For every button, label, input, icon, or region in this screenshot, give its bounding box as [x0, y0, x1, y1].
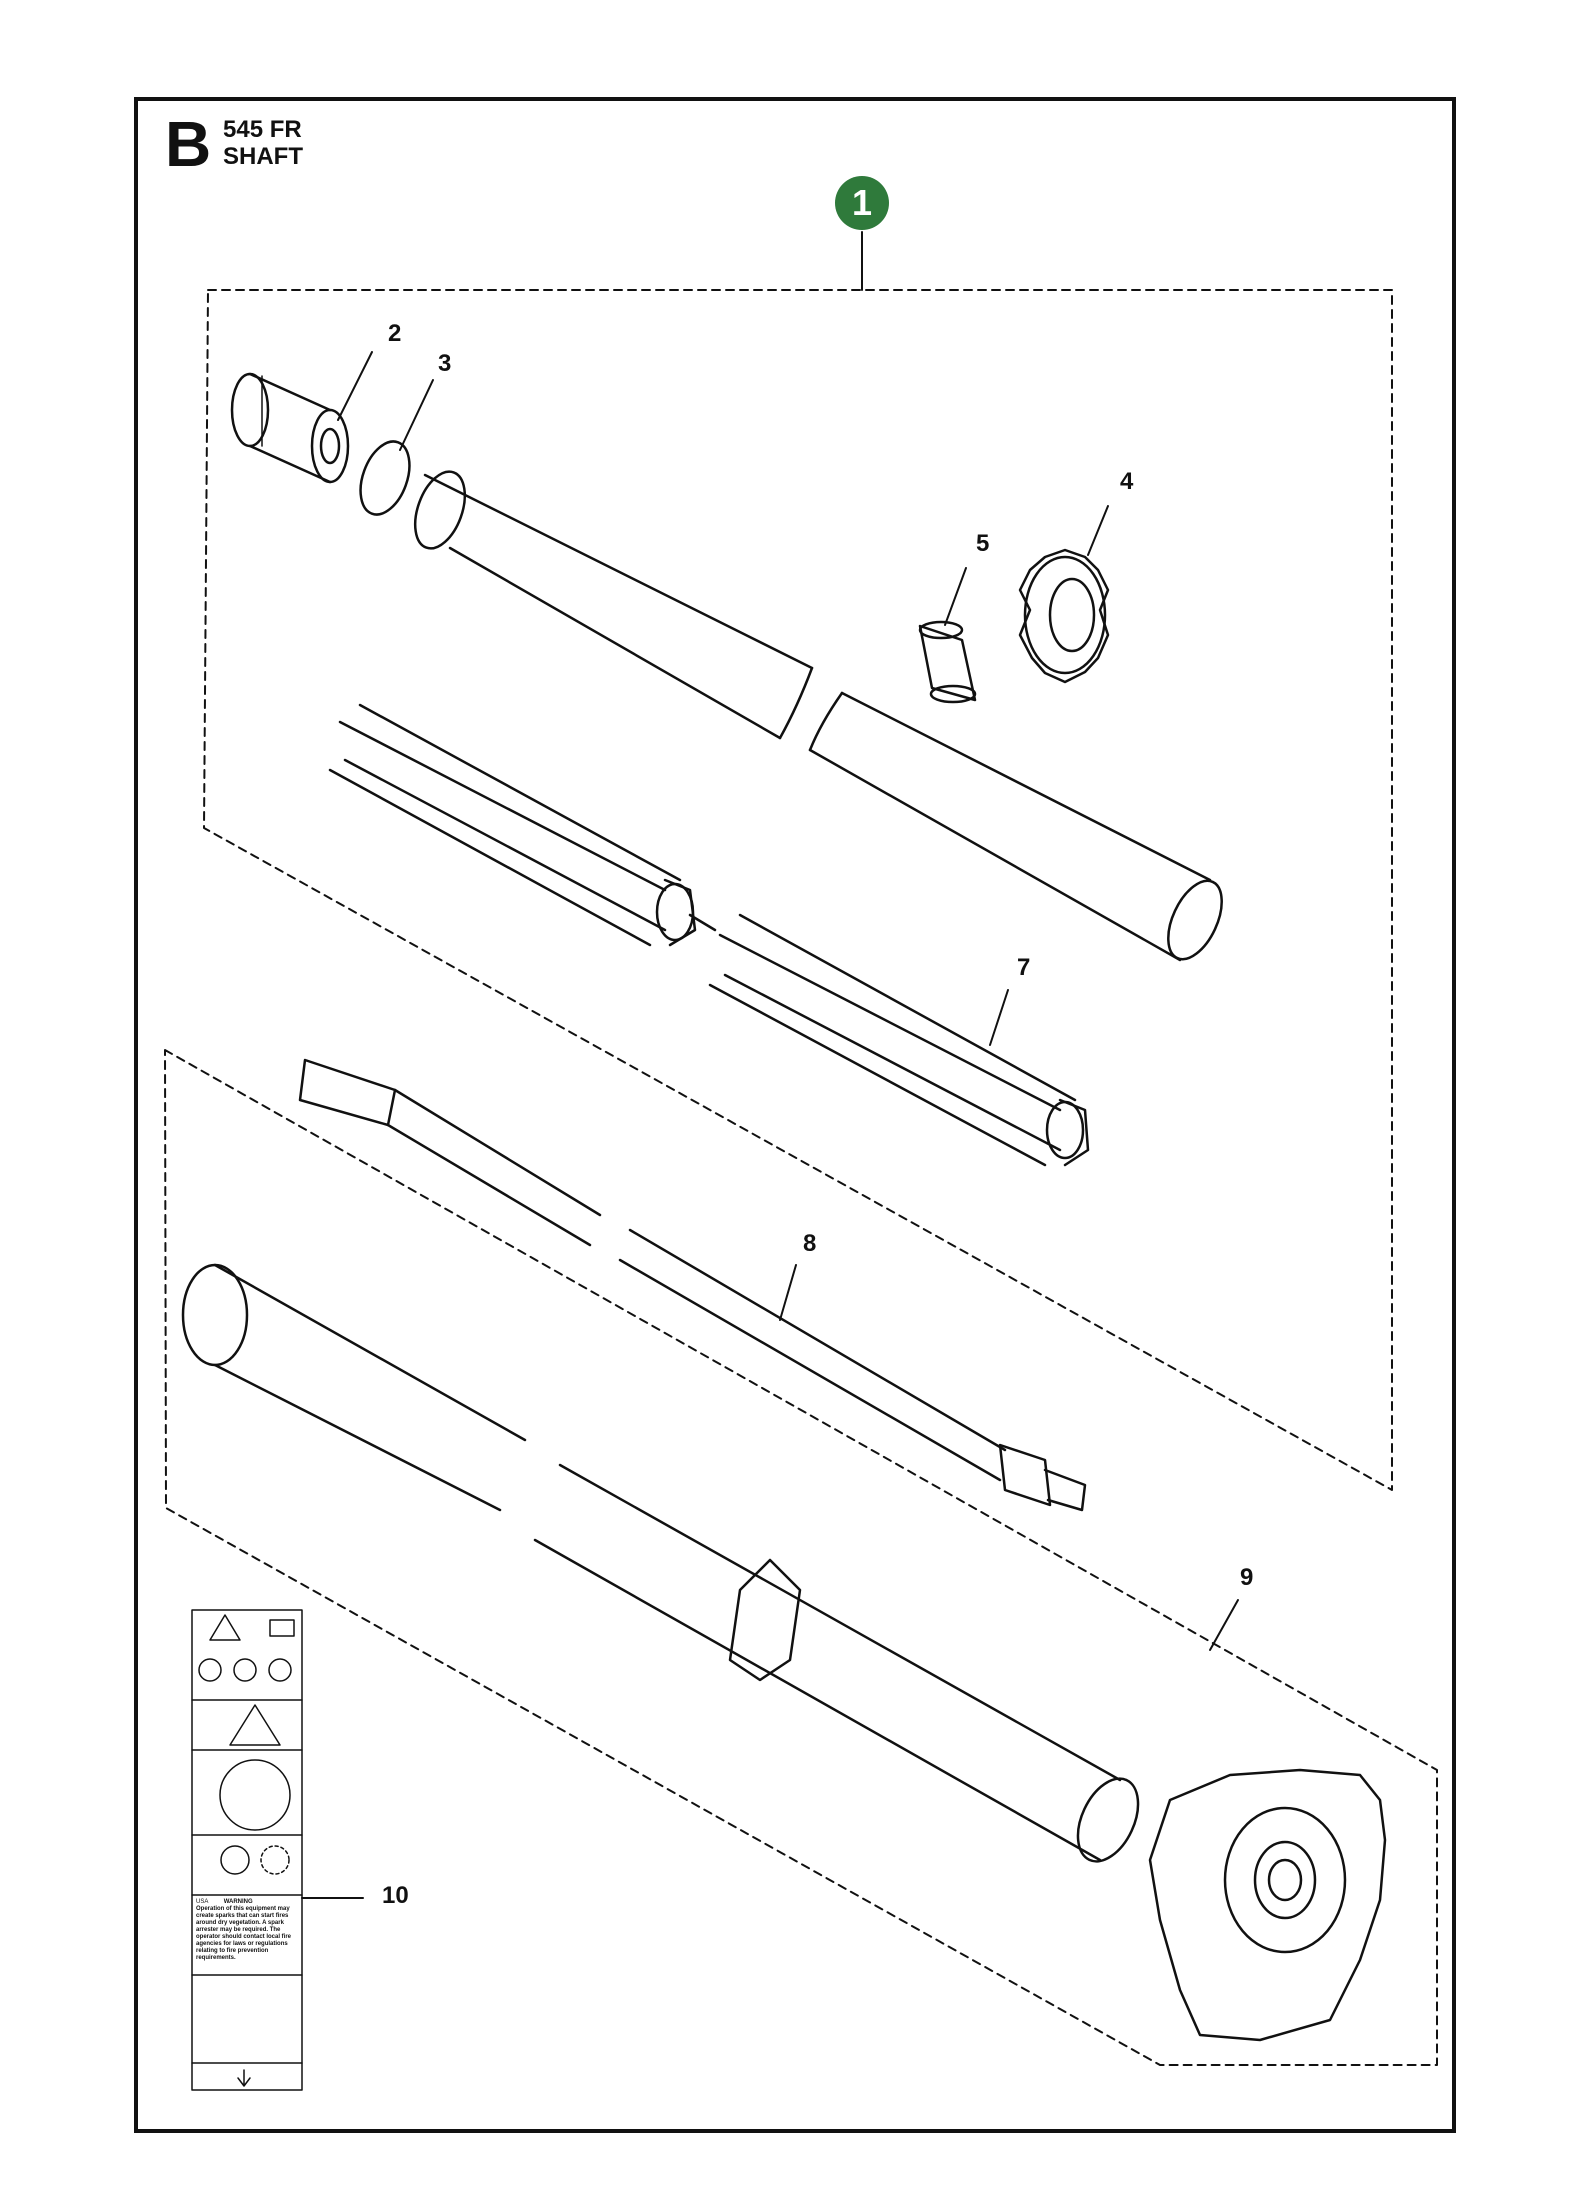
nut-ring-drawing — [1018, 548, 1110, 684]
assembly-badge: 1 — [835, 176, 889, 230]
page-frame — [134, 97, 1456, 2133]
decal-warning-word: WARNING — [223, 1899, 253, 1905]
decal-text-block: USA WARNING Operation of this equipment … — [196, 1899, 300, 1962]
group-9-boundary — [164, 1049, 1438, 2066]
section-letter: B — [165, 108, 212, 180]
decal-warning-text: Operation of this equipment may create s… — [196, 1906, 292, 1961]
callout-10: 10 — [382, 1882, 409, 1909]
callout-4: 4 — [1120, 468, 1134, 495]
leader-lines — [301, 351, 1239, 1899]
cap-sleeve-drawing — [230, 372, 350, 484]
liner-tube-lower-drawing — [708, 913, 1090, 1167]
gear-housing-drawing — [1148, 1768, 1387, 2042]
callout-5: 5 — [976, 530, 990, 557]
model-name: 545 FR — [223, 116, 302, 143]
drive-shaft-drawing — [298, 1058, 1087, 1512]
outer-tube-drawing — [413, 470, 1223, 962]
title-block: 545 FR SHAFT — [223, 116, 303, 170]
group-1-boundary — [203, 289, 1393, 1491]
callout-3: 3 — [438, 350, 452, 377]
callout-2: 2 — [388, 320, 402, 347]
warning-decal-drawing — [191, 1609, 303, 2091]
liner-tube-upper-drawing — [328, 703, 717, 947]
callout-8: 8 — [803, 1230, 817, 1257]
lower-tube-drawing — [181, 1263, 1140, 1863]
decal-country: USA — [196, 1899, 209, 1905]
callout-7: 7 — [1017, 954, 1031, 981]
callout-9: 9 — [1240, 1564, 1254, 1591]
bushing-drawing — [918, 620, 977, 704]
assembly-name: SHAFT — [223, 143, 303, 170]
o-ring-drawing — [359, 440, 411, 516]
